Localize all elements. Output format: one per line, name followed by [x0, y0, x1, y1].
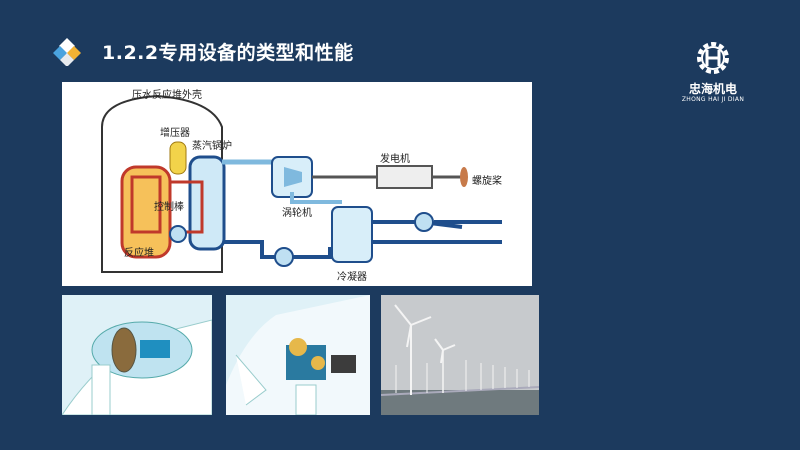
- gear-h-icon: [697, 42, 729, 74]
- logo-subtitle: ZHONG HAI JI DIAN: [681, 96, 745, 103]
- wind-turbine-nacelle-image: [62, 295, 212, 415]
- containment-label: 压水反应堆外壳: [132, 90, 202, 101]
- control-rod-label: 控制棒: [154, 202, 184, 213]
- slide-title: 1.2.2专用设备的类型和性能: [102, 42, 354, 64]
- reactor-diagram: 压水反应堆外壳 增压器 蒸汽锅炉 控制棒 反应堆 涡轮机 发电机 螺旋桨 冷凝器: [62, 82, 532, 286]
- wind-farm-photo: [381, 295, 539, 415]
- reactor-label: 反应堆: [124, 248, 154, 259]
- wind-gearbox-image: [226, 295, 370, 415]
- generator-label: 发电机: [380, 154, 410, 165]
- company-logo: 忠海机电 ZHONG HAI JI DIAN: [668, 38, 758, 108]
- steam-boiler-label: 蒸汽锅炉: [192, 141, 232, 152]
- logo-name: 忠海机电: [688, 82, 737, 96]
- pressurizer-label: 增压器: [160, 128, 190, 139]
- diamond-cluster-icon: [53, 38, 81, 66]
- propeller-label: 螺旋桨: [472, 176, 502, 187]
- reactor-diagram-drawing: [101, 94, 502, 273]
- condenser-label: 冷凝器: [337, 272, 367, 283]
- turbine-label: 涡轮机: [282, 208, 312, 219]
